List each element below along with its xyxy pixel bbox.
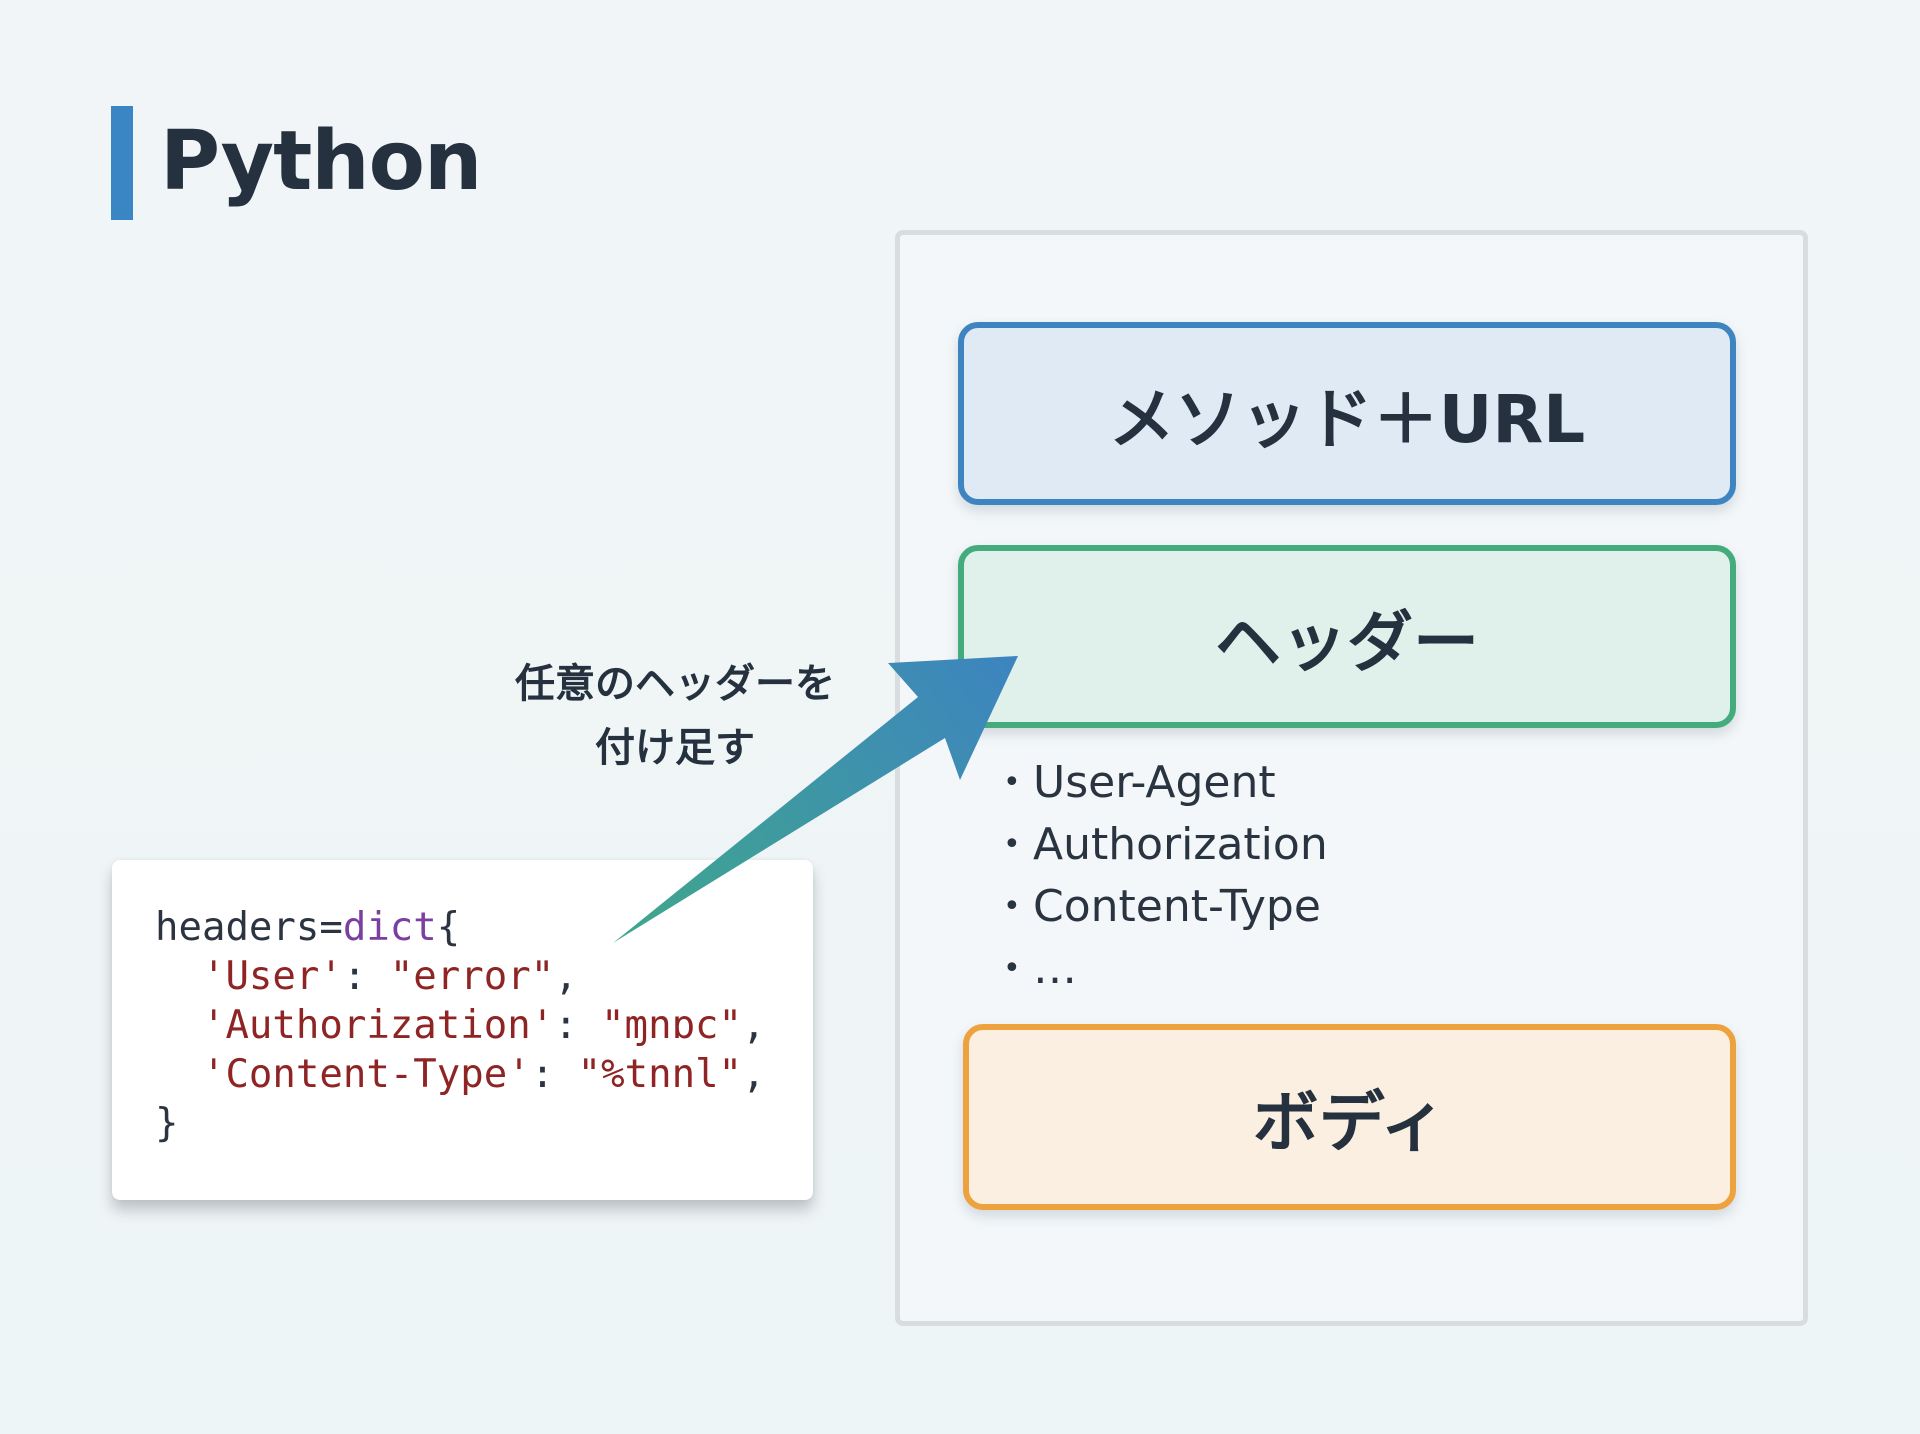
code-var: headers=: [155, 905, 343, 950]
list-item-label: Content-Type: [1033, 881, 1321, 932]
list-item-label: User-Agent: [1033, 757, 1276, 808]
body-label: ボディ: [1252, 1084, 1447, 1161]
code-value: "error": [389, 954, 555, 999]
code-brace-open: {: [436, 905, 461, 950]
list-item: • Authorization: [995, 814, 1328, 876]
code-value: "%tnnl": [577, 1052, 743, 1097]
annotation-text: 任意のヘッダーを 付け足す: [470, 652, 880, 780]
title-accent-bar: [111, 106, 133, 220]
code-key: 'Content-Type': [201, 1052, 531, 1097]
code-indent: [155, 954, 202, 999]
list-item: •…: [995, 938, 1328, 1000]
bullet-icon: •: [1003, 765, 1021, 800]
code-snippet: headers=dict{ 'User': "error", 'Authoriz…: [155, 903, 766, 1148]
code-key: 'Authorization': [201, 1003, 555, 1048]
code-comma: ,: [742, 1052, 766, 1097]
bullet-icon: •: [1003, 951, 1021, 986]
annotation-line-1: 任意のヘッダーを: [515, 661, 835, 707]
list-item: • Content-Type: [995, 876, 1328, 938]
code-sep: :: [342, 954, 390, 999]
code-indent: [155, 1052, 202, 1097]
arrow-icon: [613, 656, 1018, 943]
code-sep: :: [554, 1003, 602, 1048]
code-sep: :: [530, 1052, 578, 1097]
header-examples-list: • User-Agent • Authorization • Content-Type…: [995, 752, 1328, 1000]
page-title: Python: [160, 114, 482, 209]
code-indent: [155, 1003, 202, 1048]
code-brace-close: }: [155, 1101, 179, 1146]
code-snippet-card: headers=dict{ 'User': "error", 'Authoriz…: [112, 860, 813, 1200]
code-keyword: dict: [342, 905, 437, 950]
body-block: ボディ: [963, 1024, 1736, 1210]
annotation-line-2: 付け足す: [595, 725, 755, 771]
code-comma: ,: [742, 1003, 766, 1048]
header-block: ヘッダー: [958, 545, 1736, 728]
code-comma: ,: [554, 954, 578, 999]
bullet-icon: •: [1003, 889, 1021, 924]
list-item-label: Authorization: [1033, 819, 1328, 870]
header-label: ヘッダー: [1215, 603, 1479, 681]
list-item-label: …: [1033, 943, 1077, 994]
bullet-icon: •: [1003, 827, 1021, 862]
method-url-block: メソッド＋URL: [958, 322, 1736, 505]
code-value: "ɱnɒc": [601, 1003, 743, 1048]
code-key: 'User': [201, 954, 343, 999]
method-url-label: メソッド＋URL: [1108, 380, 1586, 458]
list-item: • User-Agent: [995, 752, 1328, 814]
